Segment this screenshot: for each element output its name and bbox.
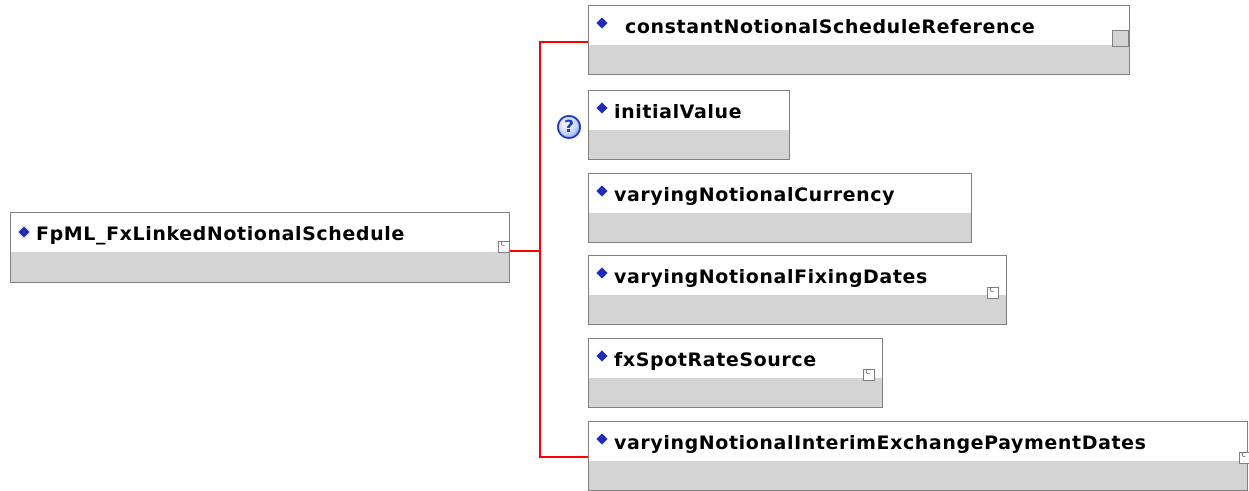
child-element-label: constantNotionalScheduleReference: [625, 16, 1036, 38]
child-element-node[interactable]: varyingNotionalCurrency: [588, 173, 972, 243]
connector-branch-top: [539, 41, 589, 43]
optional-help-icon[interactable]: ?: [557, 115, 581, 139]
child-element-label: fxSpotRateSource: [614, 349, 817, 371]
expand-icon[interactable]: c: [498, 239, 510, 253]
child-element-label: varyingNotionalInterimExchangePaymentDat…: [614, 432, 1147, 454]
expand-icon[interactable]: c: [863, 367, 875, 381]
child-element-label: initialValue: [614, 101, 743, 123]
expand-icon[interactable]: c: [987, 285, 999, 299]
child-element-node[interactable]: varyingNotionalInterimExchangePaymentDat…: [588, 421, 1249, 491]
expand-icon[interactable]: [1112, 30, 1129, 47]
connector-branch-bottom: [539, 456, 589, 458]
root-element-label: FpML_FxLinkedNotionalSchedule: [36, 223, 405, 245]
child-element-node[interactable]: initialValue: [588, 90, 790, 160]
expand-icon[interactable]: c: [1239, 450, 1249, 464]
child-element-node[interactable]: varyingNotionalFixingDates c: [588, 255, 1007, 325]
child-element-node[interactable]: fxSpotRateSource c: [588, 338, 883, 408]
child-element-label: varyingNotionalCurrency: [614, 184, 896, 206]
child-element-label: varyingNotionalFixingDates: [614, 266, 928, 288]
root-element-node[interactable]: FpML_FxLinkedNotionalSchedule c: [10, 212, 510, 283]
child-element-node[interactable]: constantNotionalScheduleReference: [588, 5, 1130, 75]
connector-line: [510, 250, 540, 252]
connector-trunk: [539, 41, 541, 458]
